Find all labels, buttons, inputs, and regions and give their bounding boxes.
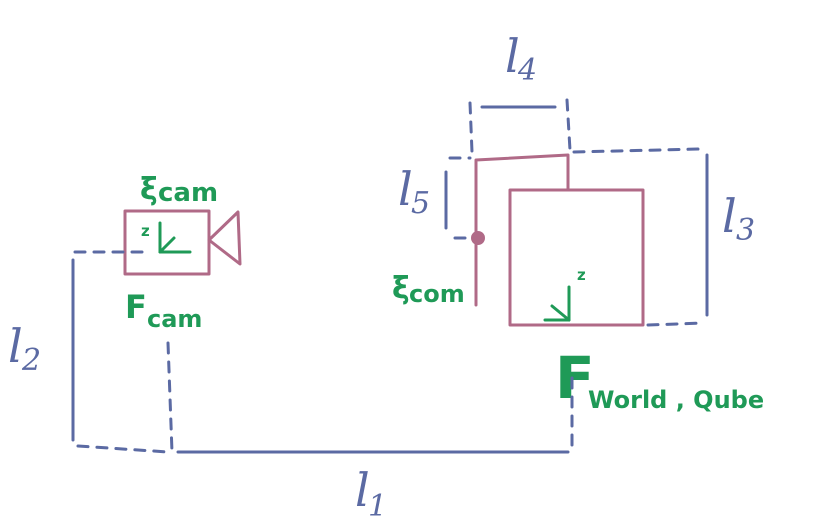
l5-sub: 5 (411, 186, 430, 221)
l4-letter: l (505, 29, 520, 83)
l1-letter: l (355, 463, 370, 517)
camera-z-label: z (141, 222, 150, 240)
camera-body (123, 209, 242, 276)
l4-left-extension (468, 101, 474, 154)
l1-sub: 1 (368, 489, 387, 524)
xi-cam-sub: cam (158, 178, 218, 208)
l2-letter: l (8, 319, 23, 373)
xi-com-symbol: ξ (392, 271, 410, 306)
qube-box (508, 188, 645, 327)
l5-letter: l (398, 162, 413, 216)
l2-sub: 2 (21, 343, 41, 378)
l4-sub: 4 (517, 53, 537, 88)
f-cam-symbol: F (125, 288, 147, 326)
l4-right-extension (565, 98, 572, 152)
com-dot (471, 231, 485, 245)
l2-bottom-extension (76, 444, 170, 454)
l3-bottom-extension (646, 321, 706, 327)
world-z-label: z (577, 266, 586, 284)
qube-body (471, 153, 645, 327)
camera-box (123, 209, 211, 276)
l3-letter: l (722, 189, 737, 243)
l3-sub: 3 (736, 213, 755, 248)
l1-left-extension (166, 341, 174, 454)
pendulum-arm (474, 153, 570, 307)
xi-cam-symbol: ξ (140, 172, 158, 207)
world-frame-diagonal (550, 304, 571, 322)
world-frame-axes (543, 285, 571, 322)
camera-lens (207, 210, 242, 266)
camera-frame-diagonal (158, 236, 176, 254)
xi-com-sub: com (409, 280, 465, 308)
l3-top-extension (572, 147, 702, 154)
f-world-sub: World , Qube (588, 386, 764, 414)
f-cam-sub: cam (147, 305, 202, 333)
f-world-symbol: F (555, 344, 595, 412)
